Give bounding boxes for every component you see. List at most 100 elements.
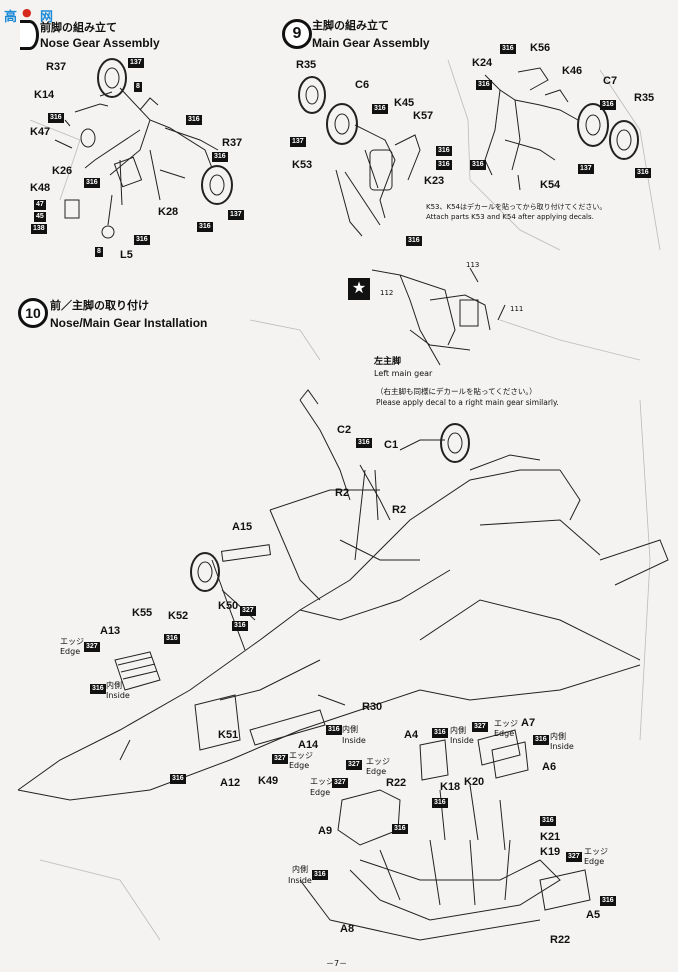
edge-jp: エッジ [289, 751, 313, 760]
color-code: 137 [578, 164, 594, 174]
note-right-jp: （右主脚も同様にデカールを貼ってください。） [376, 387, 537, 396]
color-code: 327 [346, 760, 362, 770]
part-label: K18 [440, 781, 461, 793]
part-label: R30 [362, 701, 383, 713]
color-code: 137 [128, 58, 144, 68]
color-code: 316 [392, 824, 408, 834]
watermark-glyph-b: 网 [40, 10, 54, 25]
color-code: 45 [34, 212, 46, 222]
part-label: K48 [30, 182, 51, 194]
color-code: 137 [228, 210, 244, 220]
color-code: 138 [31, 224, 47, 234]
color-code: 316 [600, 896, 616, 906]
note-right-en: Please apply decal to a right main gear … [376, 398, 559, 407]
color-code: 316 [84, 178, 100, 188]
part-label: K46 [562, 65, 583, 77]
part-label: R35 [296, 59, 317, 71]
color-code: 327 [332, 778, 348, 788]
part-label: K53 [292, 159, 313, 171]
color-code: 137 [290, 137, 306, 147]
star-icon: ★ [348, 278, 370, 300]
part-label: K47 [30, 126, 51, 138]
inside-jp: 内側 [550, 732, 566, 741]
part-label: A9 [318, 825, 333, 837]
edge-en: Edge [366, 767, 387, 776]
part-label: R22 [550, 934, 571, 946]
part-label: A12 [220, 777, 241, 789]
step-9-title-jp: 主脚の組み立て [312, 19, 389, 32]
step-8-title-jp: 前脚の組み立て [40, 21, 117, 34]
color-code: 316 [134, 235, 150, 245]
part-label: K56 [530, 42, 551, 54]
color-code: 316 [470, 160, 486, 170]
color-code: 316 [164, 634, 180, 644]
edge-jp: エッジ [60, 637, 84, 646]
watermark-dot-icon: ● [22, 6, 32, 19]
part-label: K52 [168, 610, 189, 622]
color-code: 316 [170, 774, 186, 784]
color-code: 316 [635, 168, 651, 178]
part-label: K54 [540, 179, 561, 191]
color-code: 316 [406, 236, 422, 246]
part-label: K51 [218, 729, 239, 741]
step-10-circle: 10 [18, 298, 48, 328]
part-label: R22 [386, 777, 407, 789]
part-label: K26 [52, 165, 73, 177]
part-label: K28 [158, 206, 179, 218]
color-code: 327 [240, 606, 256, 616]
part-label: R37 [222, 137, 243, 149]
color-code: 316 [500, 44, 516, 54]
part-label: R37 [46, 61, 67, 73]
color-code: 316 [326, 725, 342, 735]
part-label: K45 [394, 97, 415, 109]
color-code: 316 [48, 113, 64, 123]
show-through-art [30, 60, 660, 940]
inside-en: Inside [550, 742, 574, 751]
color-code: 316 [197, 222, 213, 232]
aircraft-drawing [18, 390, 668, 800]
part-label: K57 [413, 110, 434, 122]
color-code: 316 [232, 621, 248, 631]
color-code: 316 [533, 735, 549, 745]
part-label: R2 [392, 504, 407, 516]
note-left-main-jp: 左主脚 [374, 357, 402, 367]
part-label: K55 [132, 607, 153, 619]
color-code: 47 [34, 200, 46, 210]
edge-jp: エッジ [494, 719, 518, 728]
part-label: C2 [337, 424, 352, 436]
step-8-circle [20, 20, 39, 50]
color-code: 8 [134, 82, 142, 92]
inside-jp: 内側 [342, 725, 358, 734]
edge-en: Edge [494, 729, 515, 738]
color-code: 316 [540, 816, 556, 826]
part-label: K21 [540, 831, 561, 843]
part-label: K20 [464, 776, 485, 788]
part-label: C1 [384, 439, 399, 451]
main-gear-drawing [299, 68, 638, 236]
star-detail-drawing [372, 268, 505, 365]
inside-jp: 内側 [106, 681, 122, 690]
part-label: R35 [634, 92, 655, 104]
part-label: K14 [34, 89, 55, 101]
color-code: 327 [272, 754, 288, 764]
color-code-small: 111 [510, 305, 524, 313]
part-label: A15 [232, 521, 253, 533]
part-label: K49 [258, 775, 279, 787]
note-k53-jp: K53、K54はデカールを貼ってから取り付けてください。 [426, 203, 607, 211]
part-label: K23 [424, 175, 445, 187]
step-10-title-en: Nose/Main Gear Installation [50, 316, 208, 330]
color-code: 316 [356, 438, 372, 448]
note-k53-en: Attach parts K53 and K54 after applying … [426, 213, 594, 221]
inside-jp: 内側 [292, 865, 308, 874]
watermark-glyph-a: 高 [4, 10, 18, 25]
part-label: R2 [335, 487, 350, 499]
color-code: 316 [432, 728, 448, 738]
part-label: A4 [404, 729, 419, 741]
part-label: A8 [340, 923, 355, 935]
part-label: A6 [542, 761, 557, 773]
color-code: 327 [84, 642, 100, 652]
color-code: 316 [90, 684, 106, 694]
color-code: 316 [436, 146, 452, 156]
